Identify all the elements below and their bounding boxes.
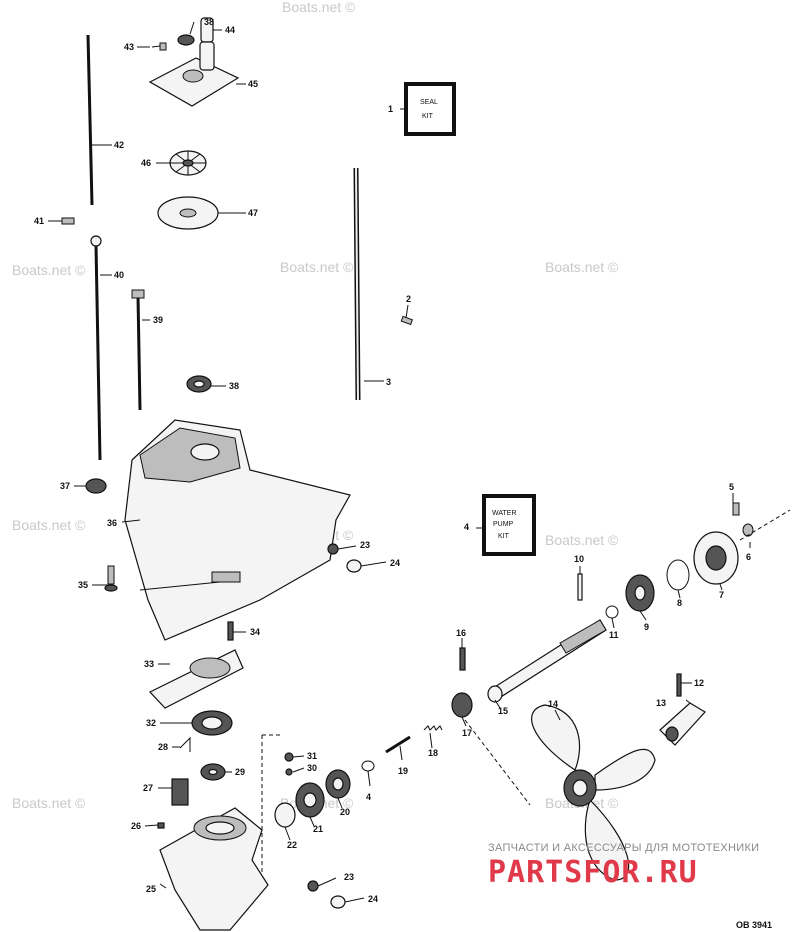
- watermark: Boats.net ©: [545, 532, 619, 548]
- callout-label: 18: [428, 748, 438, 758]
- impeller: [169, 150, 207, 176]
- callout-label: 39: [153, 315, 163, 325]
- callout-numbers: 1 2 3 4 4 5 6 7 8 9 10 11 12 13 14 15 16…: [34, 17, 751, 904]
- callout-label: 11: [609, 630, 619, 640]
- block: [171, 778, 189, 806]
- brand-subtitle: ЗАПЧАСТИ И АКСЕССУАРЫ ДЛЯ МОТОТЕХНИКИ: [488, 842, 759, 854]
- stud: [227, 621, 234, 641]
- callout-label: 19: [398, 766, 408, 776]
- watermark: Boats.net ©: [12, 517, 86, 533]
- callout-label: 27: [143, 783, 153, 793]
- sliding-clutch: [451, 692, 473, 718]
- callout-label: 23: [344, 872, 354, 882]
- callout-label: 40: [114, 270, 124, 280]
- callout-label: 6: [746, 552, 751, 562]
- callout-label: 20: [340, 807, 350, 817]
- callout-label: 31: [307, 751, 317, 761]
- callout-label: 7: [719, 590, 724, 600]
- callout-label: 22: [287, 840, 297, 850]
- callout-label: 21: [313, 824, 323, 834]
- callout-label: 36: [107, 518, 117, 528]
- callout-label: 24: [368, 894, 378, 904]
- callout-label: 1: [388, 104, 393, 114]
- watermark: Boats.net ©: [280, 259, 354, 275]
- callout-label: 46: [141, 158, 151, 168]
- callout-label: 14: [548, 699, 558, 709]
- callout-label: 25: [146, 884, 156, 894]
- driveshaft: [353, 167, 414, 401]
- brand-name: PARTSFOR.RU: [488, 855, 698, 890]
- callout-label: 12: [694, 678, 704, 688]
- watermarks: Boats.net © Boats.net © Boats.net © Boat…: [12, 0, 619, 811]
- gasket: [149, 649, 244, 709]
- callout-label: 10: [574, 554, 584, 564]
- bushing: [85, 478, 107, 494]
- bearing: [191, 710, 233, 736]
- callout-label: 37: [60, 481, 70, 491]
- watermark: Boats.net ©: [545, 259, 619, 275]
- callout-label: 29: [235, 767, 245, 777]
- pinion-gear: [200, 763, 226, 781]
- driveshaft-housing: [124, 419, 351, 641]
- bearing-carrier: [693, 531, 739, 585]
- callout-label: 41: [34, 216, 44, 226]
- water-pump-housing-group: [148, 17, 240, 230]
- callout-label: 17: [462, 728, 472, 738]
- watermark: Boats.net ©: [12, 795, 86, 811]
- shift-rods: [61, 34, 145, 461]
- callout-label: 32: [146, 718, 156, 728]
- callout-label: 15: [498, 706, 508, 716]
- callout-label: 8: [677, 598, 682, 608]
- callout-label: 42: [114, 140, 124, 150]
- callout-label: 23: [360, 540, 370, 550]
- callout-label: 4: [464, 522, 469, 532]
- callout-label: 45: [248, 79, 258, 89]
- propeller: [531, 704, 656, 881]
- callout-label: 38: [229, 381, 239, 391]
- water-pump-kit-box: WATER PUMP KIT: [482, 494, 536, 556]
- washer: [274, 802, 296, 828]
- seal-kit-box: SEAL KIT: [404, 82, 456, 136]
- pin: [400, 315, 414, 326]
- kit-label: KIT: [498, 533, 510, 540]
- propeller-shaft: [487, 619, 607, 703]
- kit-label: PUMP: [493, 521, 514, 528]
- washer: [327, 543, 339, 555]
- callout-label: 9: [644, 622, 649, 632]
- callout-label: 44: [225, 25, 235, 35]
- callout-label: 16: [456, 628, 466, 638]
- leader-lines: [48, 21, 751, 903]
- grommet: [177, 34, 195, 46]
- callout-label: 33: [144, 659, 154, 669]
- brand-logo: ЗАПЧАСТИ И АКСЕССУАРЫ ДЛЯ МОТОТЕХНИКИ PA…: [488, 842, 759, 890]
- plug: [346, 559, 362, 573]
- screw: [107, 565, 115, 585]
- kit-label: SEAL: [420, 99, 438, 106]
- callout-label: 13: [656, 698, 666, 708]
- callout-label: 30: [307, 763, 317, 773]
- callout-label: 34: [250, 627, 260, 637]
- callout-label: 4: [366, 792, 371, 802]
- callout-label: 38: [204, 17, 214, 27]
- callout-label: 47: [248, 208, 258, 218]
- callout-label: 3: [386, 377, 391, 387]
- gearcase: [159, 807, 269, 931]
- callout-label: 28: [158, 742, 168, 752]
- watermark: Boats.net ©: [282, 0, 356, 15]
- pin: [61, 217, 75, 225]
- callout-label: 5: [729, 482, 734, 492]
- callout-label: 35: [78, 580, 88, 590]
- propeller-nut: [659, 702, 706, 746]
- drawing-code: OB 3941: [736, 920, 772, 930]
- screw: [159, 42, 167, 51]
- callout-label: 2: [406, 294, 411, 304]
- callout-label: 26: [131, 821, 141, 831]
- callout-label: 24: [390, 558, 400, 568]
- watermark: Boats.net ©: [12, 262, 86, 278]
- callout-label: 43: [124, 42, 134, 52]
- kit-label: WATER: [492, 510, 517, 517]
- kit-label: KIT: [422, 113, 434, 120]
